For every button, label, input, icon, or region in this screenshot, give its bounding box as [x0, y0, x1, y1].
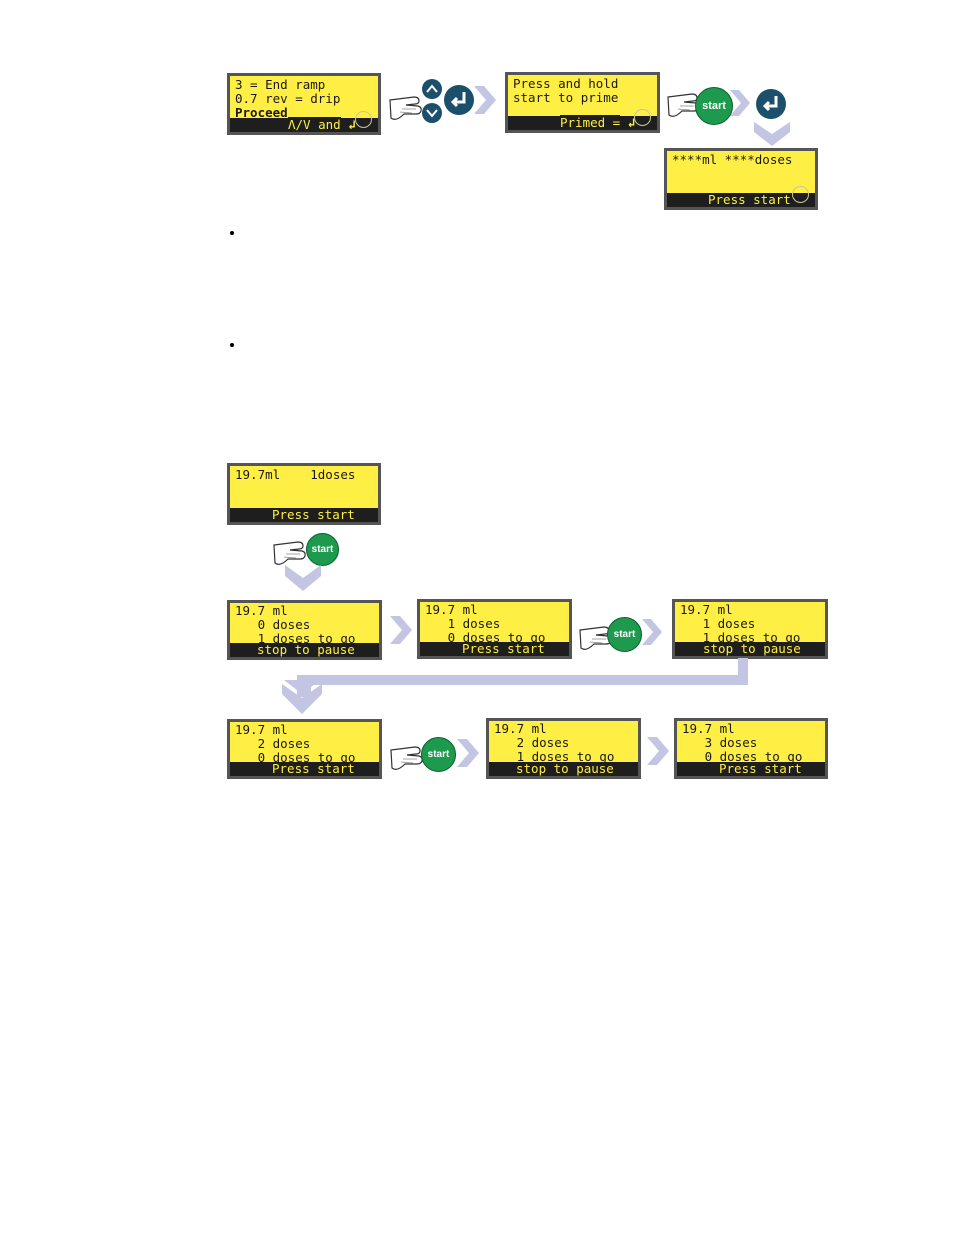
lcd-bar-text: Press start — [272, 507, 355, 522]
lcd-line: 3 = End ramp — [235, 77, 326, 92]
flow-arrow-down — [754, 122, 790, 146]
lcd-line: 19.7ml 1doses — [235, 467, 356, 482]
lcd-line: 19.7 ml — [235, 603, 288, 618]
lcd-bar-text: Press start — [708, 192, 791, 207]
hand-pointer-icon — [273, 541, 306, 565]
enter-button[interactable] — [443, 84, 475, 116]
lcd-end-ramp-screen: 3 = End ramp 0.7 rev = drip Proceed Λ/V … — [227, 73, 381, 135]
lcd-status-bar: stop to pause — [230, 643, 379, 657]
lcd-screen-6: 19.7 ml 2 doses 1 doses to go stop to pa… — [486, 718, 641, 779]
lcd-screen-3: 19.7 ml 1 doses 0 doses to go Press star… — [417, 599, 572, 659]
flow-arrow-down — [285, 565, 321, 591]
flow-arrow-right — [474, 86, 496, 114]
lcd-screen-5: 19.7 ml 2 doses 0 doses to go Press star… — [227, 719, 382, 779]
bullet-point — [230, 231, 234, 235]
lcd-line: 0.7 rev = drip — [235, 91, 341, 106]
return-arrow-icon — [450, 92, 466, 108]
lcd-status-bar: Press start — [667, 193, 815, 207]
lcd-status-bar: Primed = ↲ — [508, 115, 657, 130]
lcd-bar-text: Λ/V and — [288, 117, 341, 132]
lcd-line: 0 doses to go — [235, 750, 356, 765]
chevron-up-icon[interactable] — [422, 79, 442, 99]
lcd-line: 19.7 ml — [425, 602, 478, 617]
lcd-screen-7: 19.7 ml 3 doses 0 doses to go Press star… — [674, 718, 828, 779]
lcd-status-bar: Press start — [677, 762, 825, 776]
lcd-line: 19.7 ml — [680, 602, 733, 617]
start-button[interactable]: start — [306, 533, 339, 566]
lcd-line: 19.7 ml — [682, 721, 735, 736]
up-down-buttons[interactable] — [420, 78, 446, 124]
flow-arrow-right — [642, 619, 662, 645]
lcd-status-bar: Press start — [230, 508, 378, 522]
flow-arrow-right — [457, 739, 479, 767]
flow-arrow-return — [282, 658, 748, 714]
lcd-bar-text: stop to pause — [703, 641, 801, 656]
lcd-bar-text: Primed = — [560, 115, 621, 130]
lcd-status-bar: stop to pause — [489, 762, 638, 776]
lcd-prime-screen: Press and hold start to prime Primed = ↲ — [505, 72, 660, 133]
lcd-line: start to prime — [513, 90, 619, 105]
lcd-screen-2: 19.7 ml 0 doses 1 doses to go stop to pa… — [227, 600, 382, 660]
chevron-down-icon[interactable] — [422, 103, 442, 123]
lcd-line: 19.7 ml — [494, 721, 547, 736]
start-button[interactable]: start — [695, 87, 733, 125]
return-arrow-icon — [762, 96, 778, 112]
lcd-bar-text: Press start — [719, 761, 802, 776]
lcd-line: 19.7 ml — [235, 722, 288, 737]
lcd-knob-icon — [792, 186, 809, 203]
flow-arrow-right — [730, 90, 750, 116]
start-button[interactable]: start — [607, 617, 642, 652]
return-arrow-icon: ↲ — [627, 115, 636, 130]
lcd-bar-text: stop to pause — [257, 642, 355, 657]
lcd-status-bar: Press start — [230, 762, 379, 776]
lcd-status-bar: Press start — [420, 642, 569, 656]
lcd-line: 0 doses — [235, 617, 311, 632]
lcd-line: 0 doses to go — [682, 749, 803, 764]
lcd-line: 1 doses — [425, 616, 501, 631]
lcd-ml-doses-screen: ****ml ****doses Press start — [664, 148, 818, 210]
lcd-knob-icon — [355, 111, 372, 128]
lcd-line: 1 doses — [680, 616, 756, 631]
lcd-knob-icon — [634, 109, 651, 126]
lcd-bar-text: Press start — [462, 641, 545, 656]
lcd-status-bar: stop to pause — [675, 642, 825, 656]
lcd-line: 3 doses — [682, 735, 758, 750]
lcd-line: 1 doses to go — [680, 630, 801, 645]
lcd-screen-4: 19.7 ml 1 doses 1 doses to go stop to pa… — [672, 599, 828, 659]
start-button[interactable]: start — [421, 737, 456, 772]
enter-button[interactable] — [755, 88, 787, 120]
flow-arrow-right — [647, 737, 669, 765]
hand-pointer-icon — [389, 96, 422, 120]
lcd-screen-1: 19.7ml 1doses Press start — [227, 463, 381, 525]
flow-arrow-right — [390, 616, 412, 644]
lcd-status-bar: Λ/V and ↲ — [230, 117, 378, 132]
return-arrow-icon: ↲ — [348, 117, 356, 132]
lcd-line: Proceed — [235, 105, 288, 120]
lcd-bar-text: stop to pause — [516, 761, 614, 776]
lcd-bar-text: Press start — [272, 761, 355, 776]
lcd-line: 1 doses to go — [235, 631, 356, 646]
lcd-line: 0 doses to go — [425, 630, 546, 645]
bullet-point — [230, 343, 234, 347]
lcd-line: 1 doses to go — [494, 749, 615, 764]
hand-pointer-icon — [390, 746, 423, 770]
lcd-line: Press and hold — [513, 76, 619, 91]
lcd-line: ****ml ****doses — [672, 152, 793, 167]
lcd-line: 2 doses — [235, 736, 311, 751]
lcd-line: 2 doses — [494, 735, 570, 750]
